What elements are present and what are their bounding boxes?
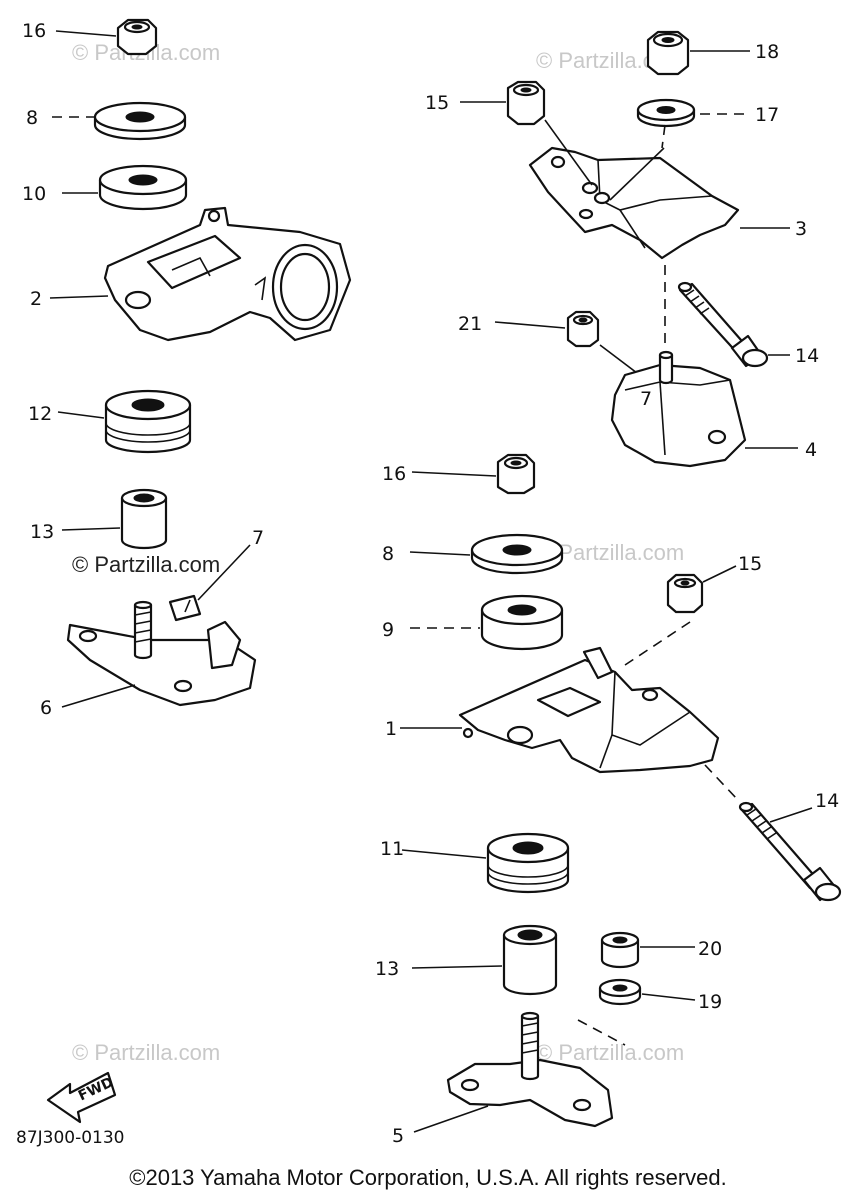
plate-part-6: [66, 600, 257, 707]
nut-part-21: [566, 310, 600, 348]
callout-1: 1: [385, 718, 397, 740]
watermark: © Partzilla.com: [536, 1040, 684, 1065]
diagram-code: 87J300-0130: [16, 1128, 125, 1148]
callout-16: 16: [382, 463, 406, 485]
collar-part-13: [502, 924, 558, 996]
callout-4: 4: [805, 439, 817, 461]
callout-15: 15: [425, 92, 449, 114]
callout-9: 9: [382, 619, 394, 641]
tab-part-7: [168, 594, 202, 622]
nut-part-16: [116, 18, 158, 56]
callout-13: 13: [30, 521, 54, 543]
watermark: © Partzilla.com: [72, 1040, 220, 1065]
callout-2: 2: [30, 288, 42, 310]
nut-part-15: [506, 80, 546, 126]
callout-20: 20: [698, 938, 722, 960]
callout-19: 19: [698, 991, 722, 1013]
callout-16: 16: [22, 20, 46, 42]
bracket-part-1: [458, 646, 720, 774]
callout-14: 14: [795, 345, 819, 367]
callout-13: 13: [375, 958, 399, 980]
callout-10: 10: [22, 183, 46, 205]
callout-7: 7: [252, 527, 264, 549]
bracket-part-3: [528, 146, 740, 260]
callout-8: 8: [382, 543, 394, 565]
callout-8: 8: [26, 107, 38, 129]
callout-7-inner: 7: [640, 388, 652, 410]
mount-block-part-4: 7: [610, 350, 747, 468]
copyright-notice: ©2013 Yamaha Motor Corporation, U.S.A. A…: [129, 1165, 726, 1190]
bolt-part-14: [738, 801, 842, 902]
callout-5: 5: [392, 1125, 404, 1147]
bolt-part-14: [677, 281, 769, 368]
callout-14: 14: [815, 790, 839, 812]
nut-part-15: [666, 573, 704, 614]
washer-part-8: [93, 101, 187, 141]
collar-part-13: [120, 488, 168, 550]
nut-part-18: [646, 30, 690, 76]
callout-12: 12: [28, 403, 52, 425]
washer-part-19: [598, 978, 642, 1006]
callout-11: 11: [380, 838, 404, 860]
grommet-part-11: [486, 832, 570, 894]
bracket-part-2: [103, 206, 352, 342]
callout-18: 18: [755, 41, 779, 63]
washer-part-8: [470, 533, 564, 575]
grommet-part-12: [104, 389, 192, 454]
bushing-part-9: [480, 594, 564, 651]
plate-part-5: [446, 1011, 614, 1128]
nut-part-16: [496, 453, 536, 495]
callout-3: 3: [795, 218, 807, 240]
callout-21: 21: [458, 313, 482, 335]
bushing-part-10: [98, 164, 188, 211]
callout-6: 6: [40, 697, 52, 719]
callout-15: 15: [738, 553, 762, 575]
fwd-arrow-icon: FWD: [46, 1071, 117, 1124]
watermark: © Partzilla.com: [72, 552, 220, 577]
collar-part-20: [600, 931, 640, 969]
washer-part-17: [636, 98, 696, 128]
callout-17: 17: [755, 104, 779, 126]
